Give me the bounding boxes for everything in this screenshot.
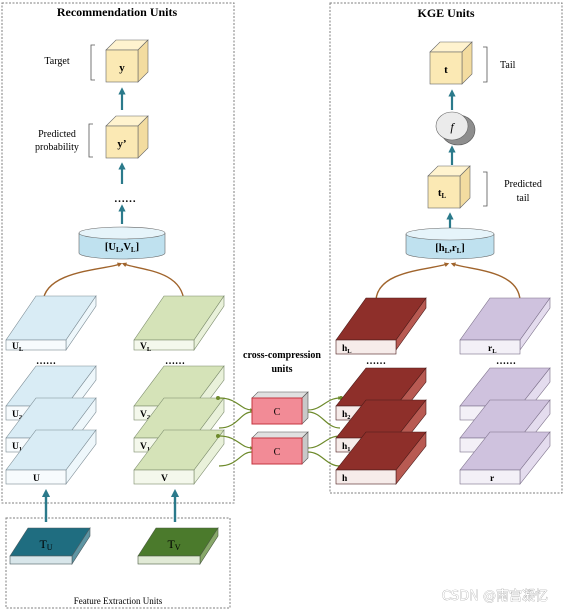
predicted-tail-line2: tail bbox=[517, 193, 530, 204]
r-layer-base: r bbox=[459, 431, 551, 485]
predicted-tail-symbol: tL bbox=[438, 187, 447, 200]
kge-concat-cylinder: [hL,rL] bbox=[405, 227, 495, 260]
svg-text:U2: U2 bbox=[12, 410, 22, 421]
curve-v2-to-c1 bbox=[218, 397, 254, 412]
svg-text:V1: V1 bbox=[140, 442, 150, 453]
svg-text:U1: U1 bbox=[12, 442, 22, 453]
cross-unit-2: C bbox=[251, 431, 309, 465]
v-layer-stack: VL …… V2 V1 V bbox=[133, 295, 225, 485]
target-bracket bbox=[90, 44, 95, 81]
h-layer-L: hL bbox=[335, 297, 427, 355]
v-layer-base: V bbox=[133, 429, 225, 485]
r-layer-stack: rL …… r2 r1 r bbox=[459, 297, 551, 485]
u-layer-stack: UL …… U2 U1 U bbox=[5, 295, 97, 485]
recommendation-panel bbox=[1, 2, 235, 504]
predicted-label-line2: probability bbox=[35, 142, 79, 153]
tu-block: TU bbox=[9, 526, 91, 566]
svg-text:U: U bbox=[33, 474, 40, 484]
h-layer-base: h bbox=[335, 431, 427, 485]
r-layer-L: rL bbox=[459, 297, 551, 355]
svg-text:C: C bbox=[274, 447, 281, 458]
predicted-symbol: y’ bbox=[117, 138, 126, 150]
rec-concat-cylinder: [UL,VL] bbox=[78, 226, 166, 260]
svg-text:h: h bbox=[342, 474, 348, 484]
tv-block: TV bbox=[137, 526, 219, 566]
feature-extraction-panel bbox=[5, 517, 231, 609]
cross-title-line2: units bbox=[271, 364, 292, 375]
curve-c1-to-h2 bbox=[307, 396, 342, 411]
predicted-tail-line1: Predicted bbox=[504, 179, 542, 190]
cross-unit-1: C bbox=[251, 391, 309, 425]
svg-text:C: C bbox=[274, 407, 281, 418]
recommendation-title: Recommendation Units bbox=[57, 5, 178, 19]
curve-h-to-concat bbox=[375, 262, 450, 301]
u-dots: …… bbox=[36, 356, 56, 367]
curve-c2-to-h1 bbox=[307, 434, 342, 449]
svg-text:rL: rL bbox=[488, 344, 497, 355]
svg-text:f: f bbox=[450, 120, 455, 134]
target-cube: y bbox=[105, 39, 149, 83]
svg-text:TV: TV bbox=[167, 537, 180, 552]
tail-symbol: t bbox=[444, 64, 448, 76]
curve-v-to-c2 bbox=[218, 451, 253, 467]
svg-text:V: V bbox=[161, 474, 168, 484]
svg-text:r: r bbox=[490, 474, 495, 484]
kge-concat-label: [hL,rL] bbox=[435, 243, 464, 255]
curve-r-to-concat bbox=[450, 262, 521, 301]
svg-text:V2: V2 bbox=[140, 410, 150, 421]
curve-c2-to-h bbox=[307, 451, 341, 467]
predicted-label-line1: Predicted bbox=[38, 129, 76, 140]
h-layer-stack: hL …… h2 h1 h bbox=[335, 297, 427, 485]
kge-title: KGE Units bbox=[417, 6, 474, 20]
curve-v1-to-c1 bbox=[218, 411, 253, 429]
cross-title-line1: cross-compression bbox=[243, 350, 321, 361]
svg-text:UL: UL bbox=[12, 342, 24, 353]
h-dots: …… bbox=[366, 356, 386, 367]
predicted-bracket bbox=[88, 123, 93, 158]
predicted-tail-bracket bbox=[483, 171, 488, 207]
tail-label: Tail bbox=[500, 60, 516, 71]
predicted-tail-cube: tL bbox=[427, 165, 471, 209]
r-dots: …… bbox=[496, 356, 516, 367]
curve-c1-to-h1 bbox=[307, 411, 341, 429]
function-f-node: f bbox=[435, 111, 476, 146]
curve-u-to-concat bbox=[42, 262, 123, 303]
u-layer-base: U bbox=[5, 429, 97, 485]
rec-dots-top: …… bbox=[114, 193, 136, 205]
target-symbol: y bbox=[119, 62, 125, 74]
predicted-probability-cube: y’ bbox=[105, 115, 149, 159]
v-dots: …… bbox=[165, 356, 185, 367]
target-label: Target bbox=[44, 56, 69, 67]
rec-concat-label: [UL,VL] bbox=[105, 242, 139, 254]
v-layer-L: VL bbox=[133, 295, 225, 353]
svg-text:VL: VL bbox=[140, 342, 152, 353]
curve-v1-to-c2 bbox=[218, 435, 254, 450]
u-layer-L: UL bbox=[5, 295, 97, 353]
feature-extraction-title: Feature Extraction Units bbox=[74, 596, 163, 606]
watermark: CSDN @南宫凝忆 bbox=[442, 588, 548, 604]
curve-v-to-concat bbox=[121, 262, 185, 303]
svg-text:TU: TU bbox=[39, 537, 52, 552]
svg-text:h2: h2 bbox=[342, 410, 351, 421]
svg-text:hL: hL bbox=[342, 344, 352, 355]
tail-cube: t bbox=[429, 41, 473, 85]
kge-panel bbox=[329, 2, 563, 494]
svg-text:h1: h1 bbox=[342, 442, 351, 453]
tail-bracket bbox=[483, 46, 488, 83]
